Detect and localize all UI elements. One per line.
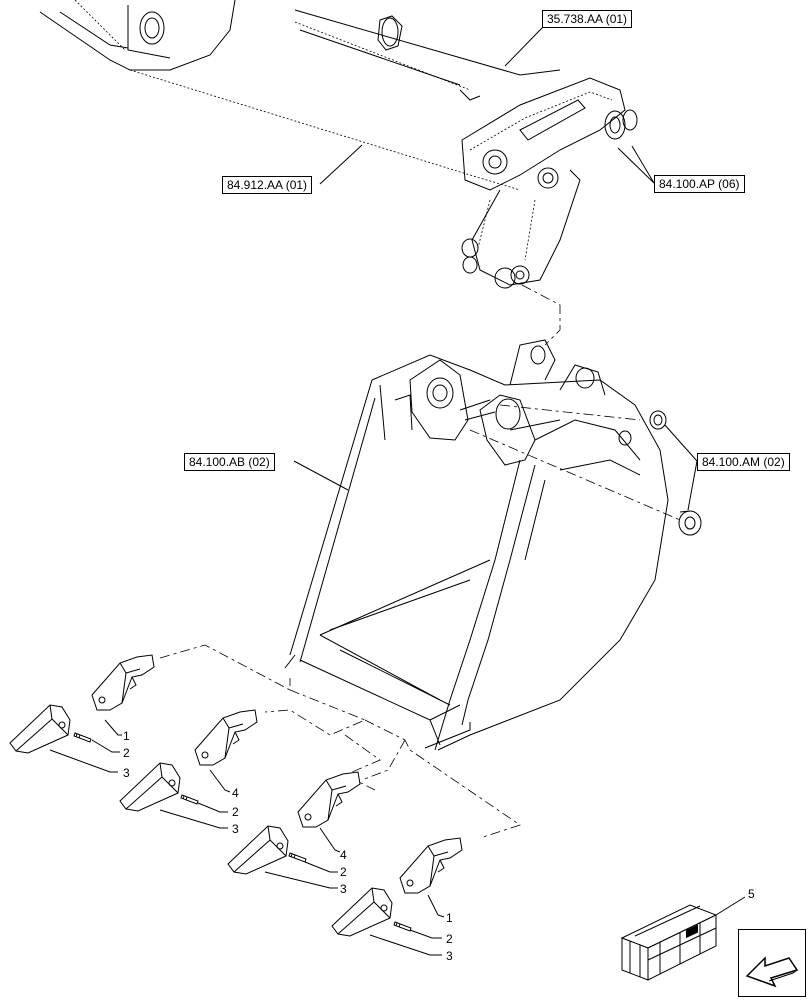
callout-4: 4 (340, 848, 347, 862)
callout-3: 3 (232, 822, 239, 836)
navigation-arrow-button[interactable] (738, 929, 806, 997)
callout-5: 5 (748, 887, 755, 901)
crate-icon (620, 896, 746, 981)
callout-2: 2 (123, 746, 130, 760)
callout-4: 4 (232, 786, 239, 800)
tooth-group-2 (119, 709, 258, 829)
bucket (284, 339, 702, 751)
callout-3: 3 (123, 766, 130, 780)
callout-2: 2 (340, 865, 347, 879)
callout-3: 3 (340, 882, 347, 896)
reference-label-84-100-am[interactable]: 84.100.AM (02) (697, 453, 790, 471)
reference-label-84-100-ap[interactable]: 84.100.AP (06) (654, 175, 745, 193)
callout-1: 1 (446, 911, 453, 925)
tooth-group-4 (331, 837, 463, 956)
callout-1: 1 (123, 729, 130, 743)
reference-label-84-100-ab[interactable]: 84.100.AB (02) (184, 453, 275, 471)
reference-label-84-912-aa[interactable]: 84.912.AA (01) (222, 176, 313, 194)
callout-2: 2 (232, 805, 239, 819)
reference-label-35-738-aa[interactable]: 35.738.AA (01) (542, 10, 633, 28)
reference-leaders (293, 27, 698, 511)
tooth-group-1 (9, 654, 155, 773)
arm-assembly (39, 0, 638, 346)
teeth-center-lines (159, 644, 521, 839)
callout-3: 3 (446, 949, 453, 963)
tooth-group-3 (227, 771, 361, 889)
callout-2: 2 (446, 932, 453, 946)
arrow-icon (745, 956, 799, 988)
